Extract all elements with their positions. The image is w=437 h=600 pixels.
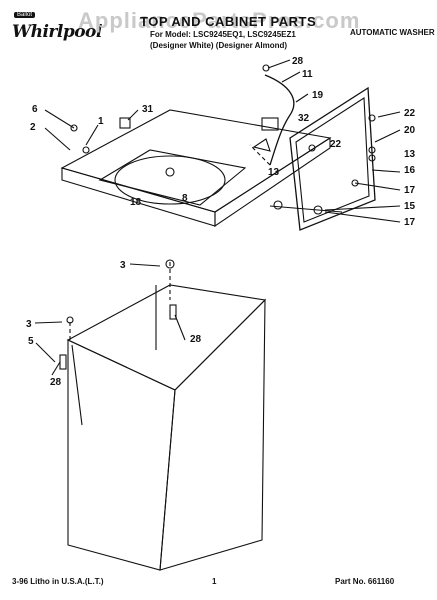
model-line: For Model: LSC9245EQ1, LSC9245EZ1 (150, 30, 296, 39)
callout-label: 2 (30, 122, 36, 133)
product-name: AUTOMATIC WASHER (350, 28, 435, 37)
guide-line (249, 144, 271, 166)
brand-mark: Ballot (14, 12, 36, 18)
bushing-part (273, 200, 283, 210)
leader (51, 361, 61, 376)
page-number: 1 (212, 577, 217, 586)
screw-part (165, 259, 175, 269)
watermark: AppliancePartsPros.com (78, 8, 361, 33)
screw-part (262, 64, 270, 72)
callout-label: 28 (292, 56, 304, 67)
leader (267, 59, 291, 69)
bumper-part (368, 114, 376, 122)
callout-label: 11 (302, 69, 313, 80)
tub-ring (114, 155, 226, 205)
screw-part (165, 167, 175, 177)
callout-label: 28 (190, 334, 202, 345)
leader (35, 342, 56, 363)
hinge-rod (269, 205, 343, 213)
callout-label: 8 (182, 193, 188, 204)
callout-label: 1 (98, 116, 104, 127)
callout-label: 17 (404, 217, 416, 228)
leader (44, 109, 75, 129)
leader (295, 93, 309, 103)
screw-part (66, 316, 74, 324)
leader (371, 169, 401, 173)
bumper-part (308, 144, 316, 152)
leader (174, 314, 186, 341)
washer-part (368, 154, 376, 162)
lid-opening (98, 149, 247, 206)
screw-part (82, 146, 90, 154)
switch-part (261, 117, 279, 131)
callout-label: 15 (404, 201, 416, 212)
leader (85, 124, 99, 146)
callout-label: 32 (298, 113, 310, 124)
callout-label: 20 (404, 125, 416, 136)
leader (354, 182, 401, 191)
lid-door-inner (295, 97, 370, 223)
callout-label: 31 (142, 104, 154, 115)
top-panel-side (214, 136, 331, 228)
callout-label: 18 (130, 197, 142, 208)
callout-label: 13 (268, 167, 280, 178)
callout-label: 3 (120, 260, 126, 271)
callout-label: 16 (404, 165, 416, 176)
cabinet-front (67, 339, 176, 571)
hinge-part (252, 138, 271, 152)
screw-part (59, 354, 67, 370)
leader (44, 127, 71, 151)
nut-part (313, 205, 323, 215)
callout-label: 22 (404, 108, 416, 119)
callout-label: 28 (50, 377, 62, 388)
wire-harness (264, 74, 295, 166)
lid-door (289, 86, 376, 231)
callout-label: 3 (26, 319, 32, 330)
litho-note: 3-96 Litho in U.S.A.(L.T.) (12, 577, 104, 586)
brand-logo: Whirlpool (12, 22, 102, 42)
callout-label: 5 (28, 336, 34, 347)
leader (34, 321, 63, 324)
spring-part (70, 124, 78, 132)
clip-part (119, 117, 131, 129)
part-number: Part No. 661160 (335, 577, 395, 586)
leader (374, 129, 401, 143)
cabinet-inner-edge (71, 344, 83, 426)
color-line: (Designer White) (Designer Almond) (150, 41, 288, 50)
bumper-part (351, 179, 359, 187)
leader (129, 263, 161, 267)
callout-label: 22 (330, 139, 342, 150)
leader (324, 205, 401, 211)
screw-part (169, 304, 177, 320)
callout-label: 13 (404, 149, 416, 160)
leader (377, 111, 401, 118)
cabinet-top (66, 284, 267, 391)
callout-label: 19 (312, 90, 324, 101)
cabinet-side (159, 298, 266, 571)
page-title: TOP AND CABINET PARTS (140, 14, 317, 29)
callout-labels: 28 11 19 22 20 16 13 17 15 17 32 22 13 1… (26, 56, 416, 388)
leader (281, 71, 301, 83)
leader (324, 211, 401, 223)
callout-label: 6 (32, 104, 38, 115)
callout-label: 17 (404, 185, 416, 196)
washer-part (368, 146, 376, 154)
